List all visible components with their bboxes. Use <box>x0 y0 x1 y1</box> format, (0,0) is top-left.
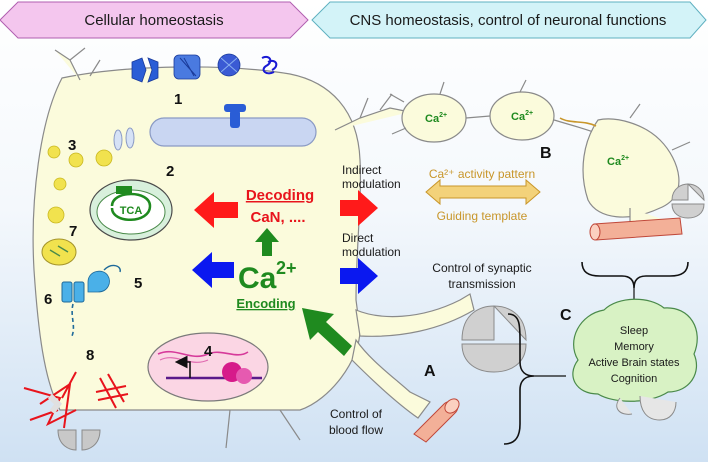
blood-flow-label-2: blood flow <box>329 423 383 437</box>
blood-vessel-icon <box>413 398 460 443</box>
number-1: 1 <box>174 91 182 108</box>
encoding-label: Encoding <box>236 296 295 311</box>
brain-icon <box>572 298 698 421</box>
tca-label: TCA <box>120 205 143 217</box>
astrocyte-processes <box>54 47 475 449</box>
guiding-template-label: Guiding template <box>437 209 528 223</box>
pump-icon <box>87 264 121 293</box>
red-right-arrow <box>340 190 378 226</box>
decoding-label: Decoding <box>246 187 314 204</box>
red-left-arrow <box>194 192 238 228</box>
number-4: 4 <box>204 343 213 360</box>
er-channel-icon <box>224 104 246 128</box>
membrane-damage <box>23 371 129 429</box>
direct-label-2: modulation <box>342 245 401 259</box>
blue-left-arrow <box>192 252 234 288</box>
number-5: 5 <box>134 275 142 292</box>
synaptic-label-1: Control of synaptic <box>432 261 531 275</box>
membrane-channel-icons <box>131 53 278 83</box>
astro-ca-1: Ca2+ <box>425 112 447 125</box>
blue-right-arrow <box>340 258 378 294</box>
astro-ca-3: Ca2+ <box>607 155 629 168</box>
network-link <box>559 117 597 127</box>
channel-6-icon <box>61 281 85 337</box>
astrocyte-network <box>389 79 691 233</box>
letter-b: B <box>540 145 552 162</box>
double-arrow <box>425 178 541 206</box>
letter-c: C <box>560 307 572 324</box>
brain-sleep: Sleep <box>620 325 648 337</box>
header-cellular-homeostasis: Cellular homeostasis <box>0 1 309 39</box>
can-label: CaN, .... <box>250 209 305 226</box>
number-8: 8 <box>86 347 94 364</box>
header-left-text: Cellular homeostasis <box>84 12 223 29</box>
header-right-text: CNS homeostasis, control of neuronal fun… <box>350 12 667 29</box>
direct-label-1: Direct <box>342 231 374 245</box>
astro-ca-2: Ca2+ <box>511 110 533 123</box>
ca-main-label: Ca <box>238 262 277 295</box>
indirect-label-2: modulation <box>342 177 401 191</box>
right-synapse-icon <box>671 183 705 219</box>
bottom-synapse-icon <box>57 429 101 451</box>
header-cns-homeostasis: CNS homeostasis, control of neuronal fun… <box>311 1 707 39</box>
number-2: 2 <box>166 163 174 180</box>
brain-memory: Memory <box>614 341 654 353</box>
synaptic-label-2: transmission <box>448 277 515 291</box>
number-7: 7 <box>69 223 77 240</box>
indirect-label-1: Indirect <box>342 163 382 177</box>
synapse-icon <box>461 305 527 373</box>
number-6: 6 <box>44 291 52 308</box>
lysosome <box>41 238 77 266</box>
green-up-arrow <box>255 228 279 256</box>
green-diagonal-arrow <box>302 308 352 356</box>
number-3: 3 <box>68 137 76 154</box>
brain-active-states: Active Brain states <box>588 357 680 369</box>
right-vessel-icon <box>589 217 683 241</box>
activity-pattern-label: Ca²⁺ activity pattern <box>429 167 535 181</box>
ca-main-superscript: 2+ <box>276 258 297 278</box>
vesicle-ovals <box>113 127 135 151</box>
letter-a: A <box>424 363 436 380</box>
blood-flow-label-1: Control of <box>330 407 383 421</box>
brain-cognition: Cognition <box>611 373 657 385</box>
mitochondrion: TCA <box>89 179 173 241</box>
yellow-vesicles <box>47 145 113 224</box>
nucleus <box>147 332 269 402</box>
